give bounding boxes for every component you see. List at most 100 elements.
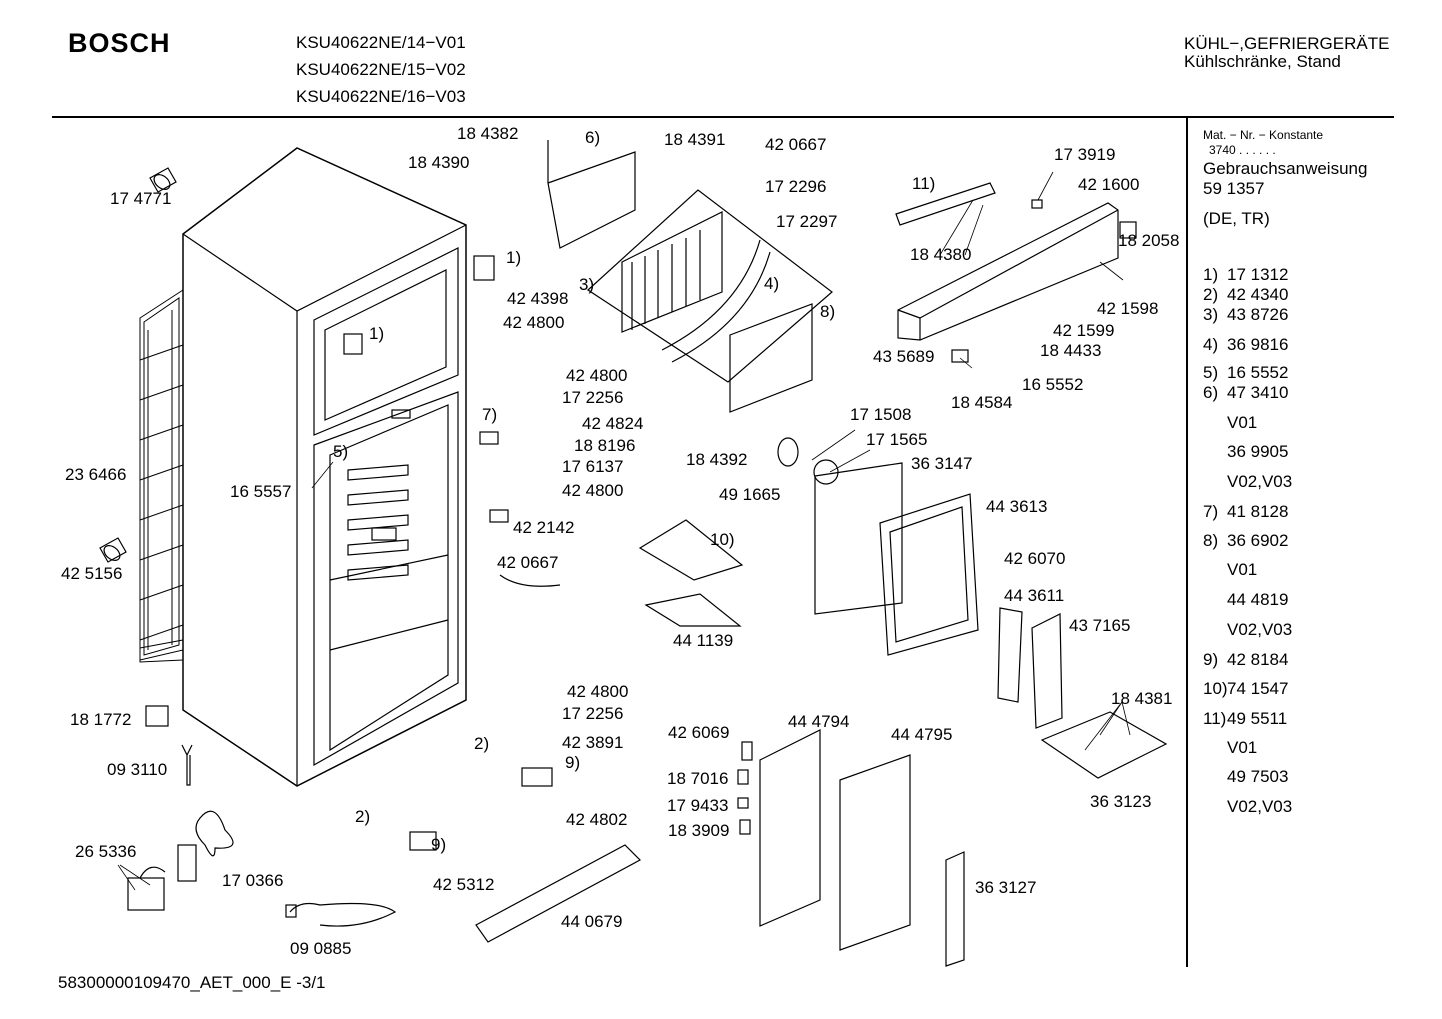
part-label: 42 5156 (61, 564, 123, 583)
legend-key: 2) (1203, 285, 1219, 304)
part-label: 42 4802 (566, 810, 628, 829)
manual-number: 59 1357 (1203, 179, 1265, 198)
legend-item: V02,V03 (1203, 621, 1292, 639)
legend-item: 11)49 5511 (1203, 710, 1287, 728)
part-label: 09 0885 (290, 939, 352, 958)
legend-value: 49 7503 (1227, 767, 1289, 786)
part-label: 42 6069 (668, 723, 730, 742)
part-label: 18 8196 (574, 436, 636, 455)
part-label: 42 1600 (1078, 175, 1140, 194)
part-label: 18 4433 (1040, 341, 1102, 360)
part-label: 42 5312 (433, 875, 495, 894)
part-label: 17 4771 (110, 189, 172, 208)
legend-item: 5)16 5552 (1203, 364, 1288, 382)
legend-item: 44 4819 (1203, 591, 1288, 609)
callout-label: 5) (333, 442, 349, 461)
callout-label: 1) (506, 248, 522, 267)
legend-key: 10) (1203, 679, 1228, 698)
part-label: 42 1598 (1097, 299, 1159, 318)
part-label: 43 5689 (873, 347, 935, 366)
part-label: 17 2296 (765, 177, 827, 196)
legend-item: V01 (1203, 739, 1257, 757)
part-label: 42 6070 (1004, 549, 1066, 568)
part-label: 09 3110 (107, 760, 168, 779)
legend-key: 3) (1203, 305, 1219, 324)
part-label: 44 3611 (1004, 586, 1065, 605)
part-label: 16 5552 (1022, 375, 1084, 394)
part-label: 44 1139 (673, 631, 734, 650)
part-label: 42 4800 (566, 366, 628, 385)
legend-value: 36 6902 (1227, 531, 1289, 550)
legend-value: 42 4340 (1227, 285, 1289, 304)
callout-label: 6) (585, 128, 601, 147)
legend-value: V01 (1227, 738, 1258, 757)
legend-key: 11) (1203, 709, 1227, 728)
part-label: 18 2058 (1118, 231, 1180, 250)
legend-value: 42 8184 (1227, 650, 1289, 669)
category-subtitle: Kühlschränke, Stand (1184, 52, 1341, 71)
legend-key: 4) (1203, 335, 1219, 354)
legend-value: 36 9816 (1227, 335, 1289, 354)
evaporator-drawing (547, 140, 833, 383)
brand-logo: BOSCH (68, 28, 171, 58)
cabinet-drawing (182, 147, 467, 787)
legend-item: V02,V03 (1203, 798, 1292, 816)
part-label: 36 3127 (975, 878, 1037, 897)
part-label: 36 3147 (911, 454, 973, 473)
condenser-drawing (139, 289, 184, 663)
part-label: 42 0667 (497, 553, 559, 572)
part-label: 16 5557 (230, 482, 292, 501)
legend-item: 9)42 8184 (1203, 651, 1288, 669)
part-label: 18 4380 (910, 245, 972, 264)
part-label: 18 4382 (457, 124, 519, 143)
legend-item: 2) 42 4340 (1203, 286, 1288, 304)
control-housing-drawing (895, 182, 1137, 341)
model-number-2: KSU40622NE/15−V02 (296, 60, 466, 79)
part-label: 42 4824 (582, 414, 644, 433)
legend-value: V02,V03 (1227, 797, 1293, 816)
sidebar-divider (1186, 117, 1188, 967)
part-label: 44 4794 (788, 712, 850, 731)
part-label: 44 4795 (891, 725, 953, 744)
callout-label: 4) (764, 274, 780, 293)
callout-label: 3) (579, 275, 595, 294)
part-label: 42 3891 (562, 733, 624, 752)
part-label: 18 4584 (951, 393, 1013, 412)
part-label: 17 1508 (850, 405, 912, 424)
legend-value: 43 8726 (1227, 305, 1289, 324)
legend-item: 7)41 8128 (1203, 503, 1288, 521)
legend-value: V01 (1227, 413, 1258, 432)
legend-key: 1) (1203, 265, 1219, 284)
legend-item: 6)47 3410 (1203, 384, 1288, 402)
part-label: 17 2256 (562, 388, 624, 407)
legend-value: 74 1547 (1227, 679, 1289, 698)
part-label: 18 4391 (664, 130, 726, 149)
callout-label: 11) (912, 174, 936, 193)
manual-languages: (DE, TR) (1203, 209, 1270, 228)
part-label: 17 3919 (1054, 145, 1116, 164)
part-label: 17 9433 (667, 796, 729, 815)
category-title: KÜHL−,GEFRIERGERÄTE (1184, 34, 1390, 53)
part-label: 18 1772 (70, 710, 132, 729)
legend-value: 47 3410 (1227, 383, 1289, 402)
part-label: 18 4390 (408, 153, 470, 172)
part-label: 17 2297 (776, 212, 838, 231)
callout-label: 2) (474, 734, 490, 753)
legend-item: V01 (1203, 414, 1257, 432)
legend-key: 7) (1203, 502, 1219, 521)
part-label: 23 6466 (65, 465, 127, 484)
part-label: 17 2256 (562, 704, 624, 723)
part-label: 17 0366 (222, 871, 284, 890)
part-label: 42 4800 (503, 313, 565, 332)
part-label: 42 4398 (507, 289, 569, 308)
model-number-1: KSU40622NE/14−V01 (296, 33, 466, 52)
legend-item: 49 7503 (1203, 768, 1288, 786)
legend-value: 16 5552 (1227, 363, 1289, 382)
part-label: 36 3123 (1090, 792, 1152, 811)
callout-label: 9) (565, 753, 581, 772)
legend-item: 4) 36 9816 (1203, 336, 1288, 354)
part-label: 42 4800 (562, 481, 624, 500)
part-label: 42 2142 (513, 518, 575, 537)
panel-8 (729, 303, 813, 413)
